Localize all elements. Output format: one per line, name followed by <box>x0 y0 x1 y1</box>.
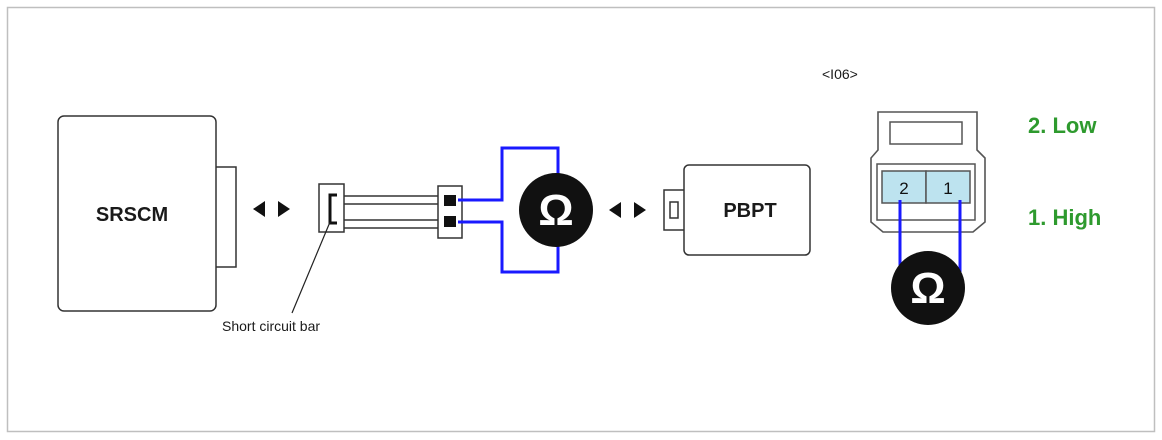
pbpt-label: PBPT <box>723 200 776 222</box>
pbpt-box <box>683 164 811 256</box>
pin-2-description: 2. Low <box>1028 113 1097 138</box>
srscm-box <box>57 115 217 312</box>
pin-2-number: 2 <box>899 179 908 198</box>
pin-1-number: 1 <box>943 179 952 198</box>
harness-wires <box>344 195 438 229</box>
pin-1-description: 1. High <box>1028 205 1101 230</box>
short-bar-leader-line <box>291 221 331 314</box>
ohmmeter-leads-2 <box>898 200 962 272</box>
ohmmeter-leads-1 <box>458 146 560 274</box>
pbpt-module: PBPT <box>663 164 811 256</box>
pin-1-cell <box>925 170 971 204</box>
short-circuit-bar: Short circuit bar <box>222 183 345 334</box>
srscm-label: SRSCM <box>96 204 168 226</box>
ohm-symbol-2: Ω <box>910 264 945 313</box>
ohm-symbol-1: Ω <box>538 186 573 235</box>
ohmmeter-1: Ω <box>519 173 593 247</box>
connect-arrow-left <box>253 201 290 217</box>
srscm-module: SRSCM <box>57 115 237 312</box>
harness-connector <box>437 185 463 239</box>
connector-id: <I06> <box>822 66 858 82</box>
short-bar-label: Short circuit bar <box>222 318 320 334</box>
connect-arrow-right <box>609 202 646 218</box>
ohmmeter-2: Ω <box>891 251 965 325</box>
pin-2-cell <box>881 170 927 204</box>
